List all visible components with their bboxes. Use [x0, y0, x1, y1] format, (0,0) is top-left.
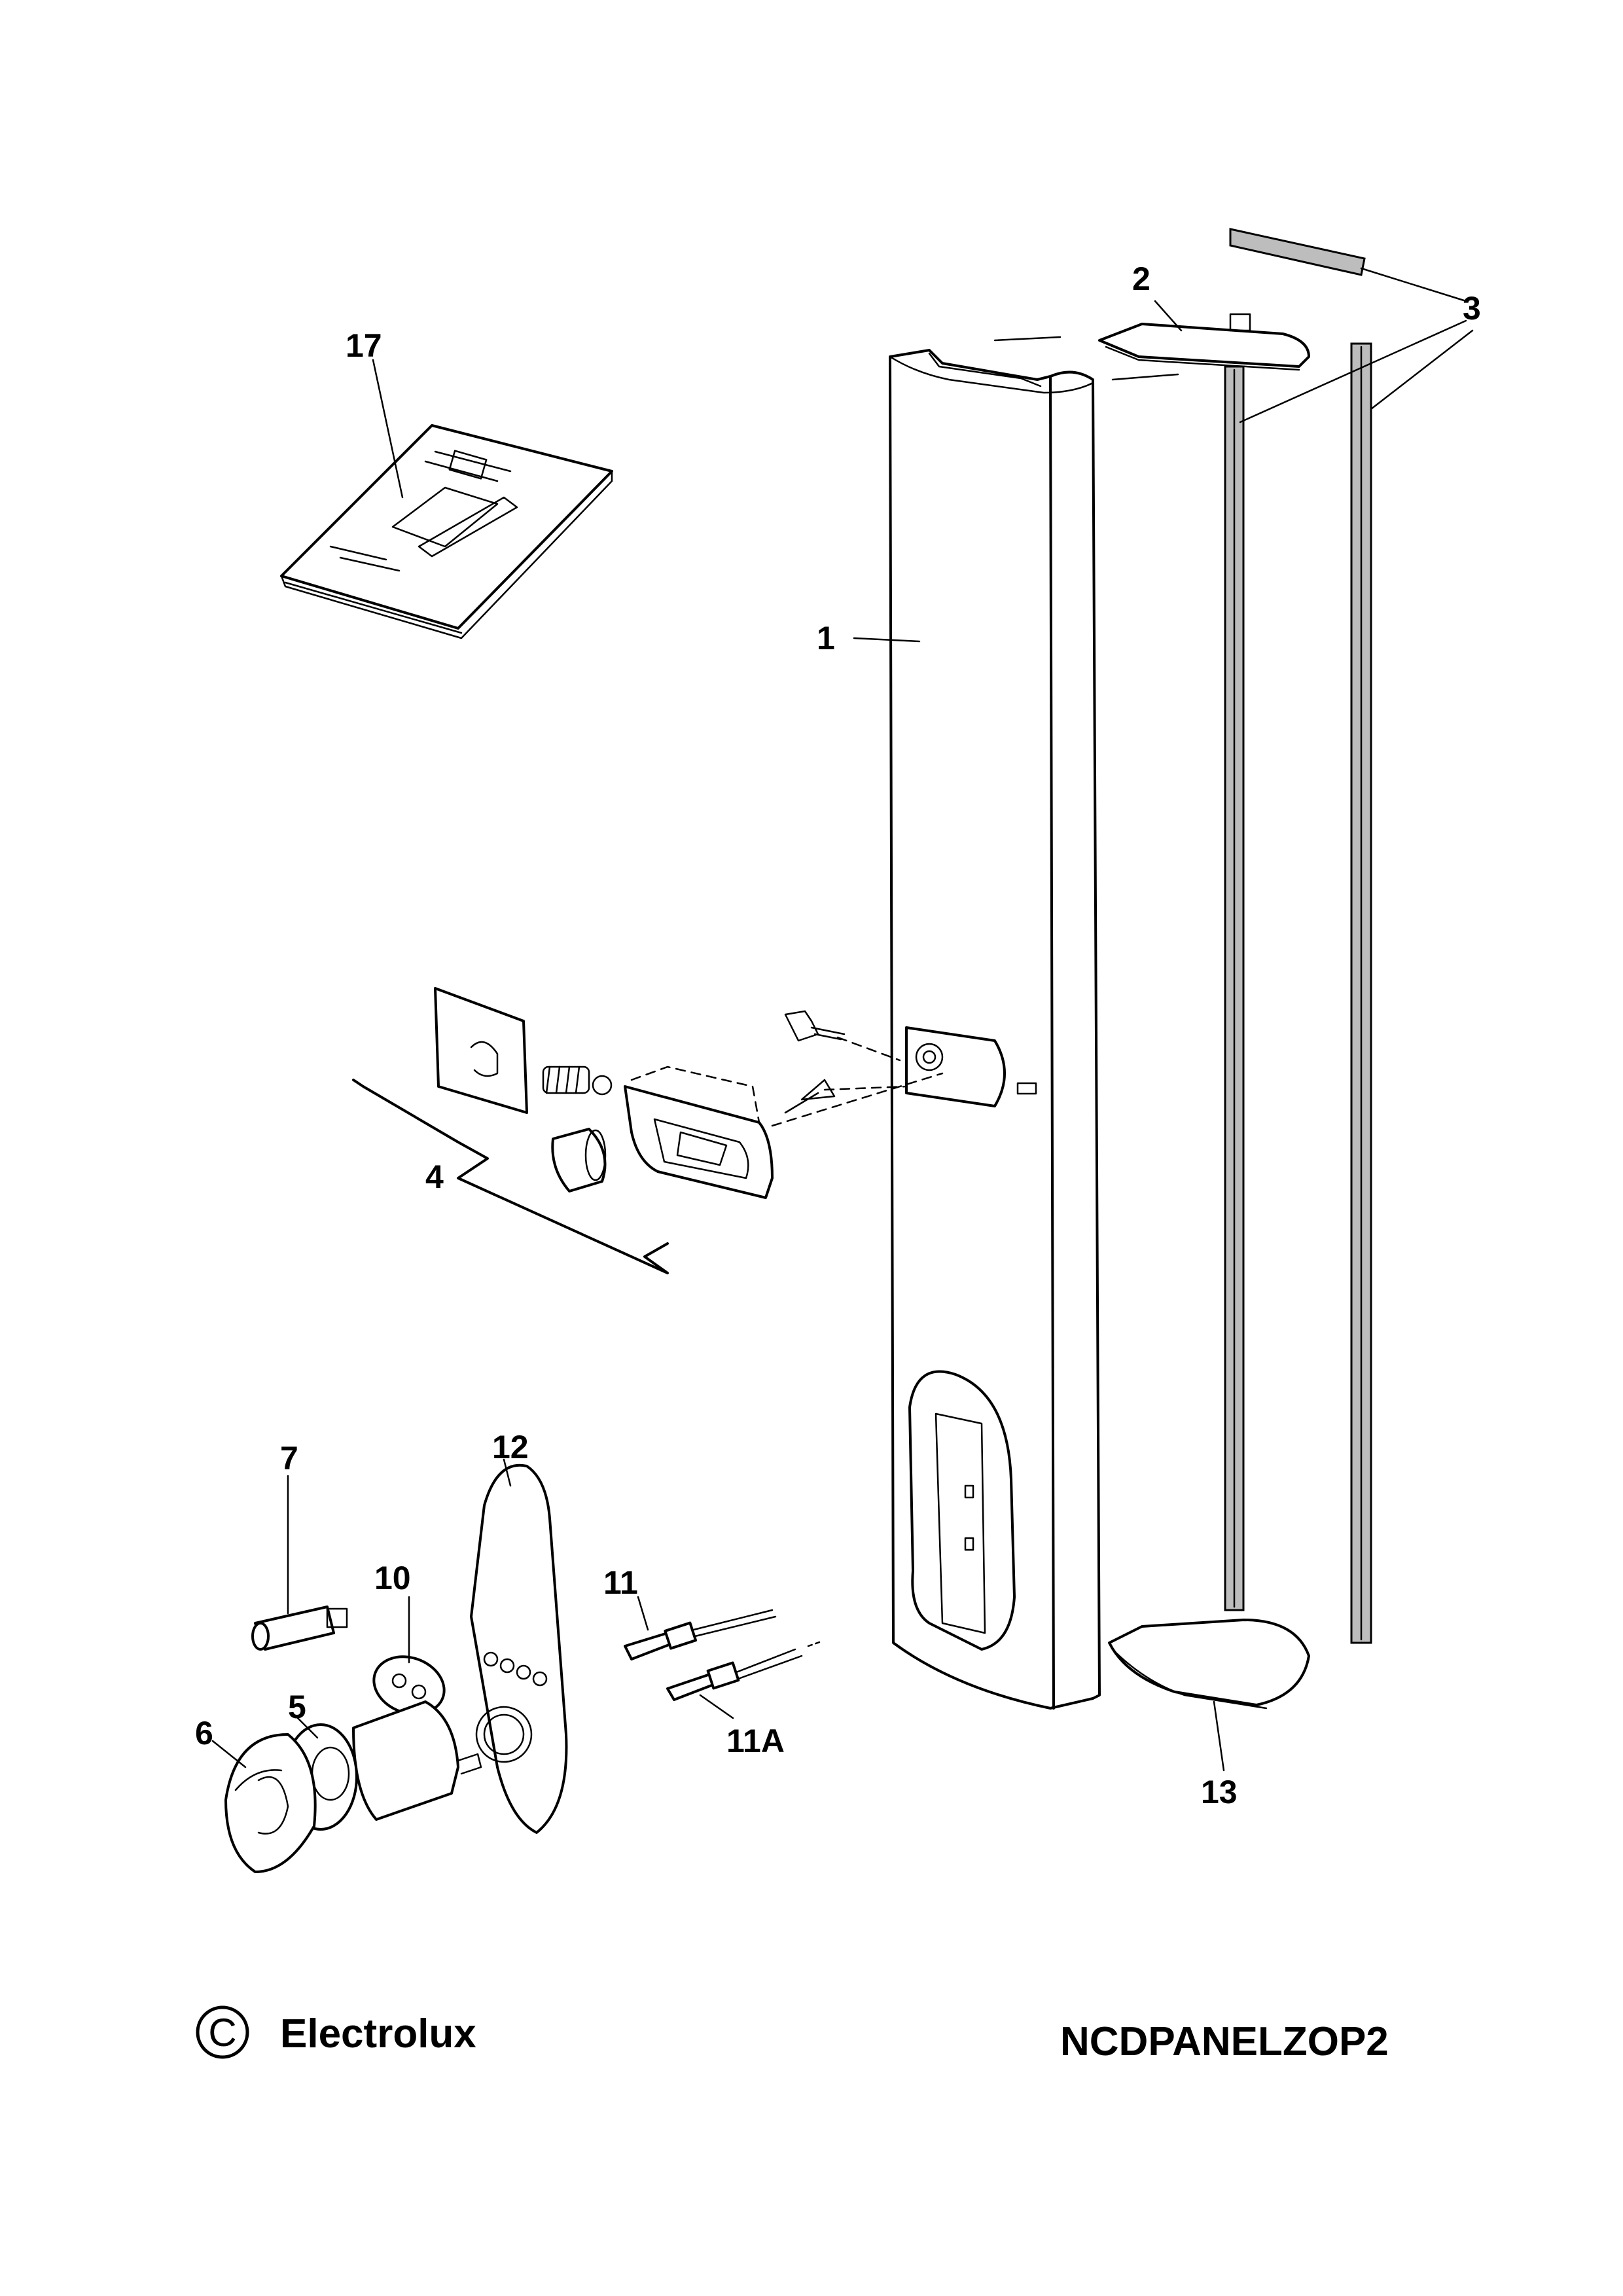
- callout-7: 7: [280, 1440, 298, 1477]
- light-cover: [470, 1463, 568, 1834]
- callout-4: 4: [425, 1158, 444, 1195]
- callout-6: 6: [195, 1715, 213, 1751]
- callout-2: 2: [1132, 260, 1150, 297]
- callout-17: 17: [346, 327, 382, 364]
- drawing-code: NCDPANELZOP2: [1060, 2019, 1389, 2064]
- callout-11: 11: [603, 1564, 638, 1601]
- callout-1: 1: [817, 620, 835, 656]
- copyright-symbol: C: [208, 2011, 236, 2054]
- brand-name: Electrolux: [280, 2011, 476, 2056]
- bottom-end-cap: [1108, 1619, 1310, 1710]
- callout-5: 5: [288, 1689, 306, 1725]
- door-panel: [889, 336, 1179, 1710]
- lamp-bulb: [224, 1733, 317, 1873]
- footer: C Electrolux NCDPANELZOP2: [196, 2005, 1389, 2064]
- wire-connector-11: [624, 1609, 777, 1660]
- callout-11a: 11A: [726, 1723, 785, 1759]
- hinge-assembly: [352, 987, 944, 1274]
- copyright-circle: [196, 2005, 249, 2059]
- top-end-cap: [1098, 313, 1310, 371]
- leader-lines: [211, 267, 1474, 1772]
- callout-13: 13: [1201, 1774, 1238, 1810]
- callout-labels: 1 2 3 4 5 6 7 10 11 11A 12 13 17: [195, 260, 1481, 1810]
- gasket-strips: [1224, 228, 1372, 1644]
- manual-booklet: [280, 424, 613, 639]
- wire-connector-11a: [666, 1640, 823, 1701]
- callout-12: 12: [492, 1429, 529, 1465]
- callout-3: 3: [1463, 290, 1481, 327]
- shaft: [251, 1605, 348, 1651]
- callout-10: 10: [374, 1560, 411, 1596]
